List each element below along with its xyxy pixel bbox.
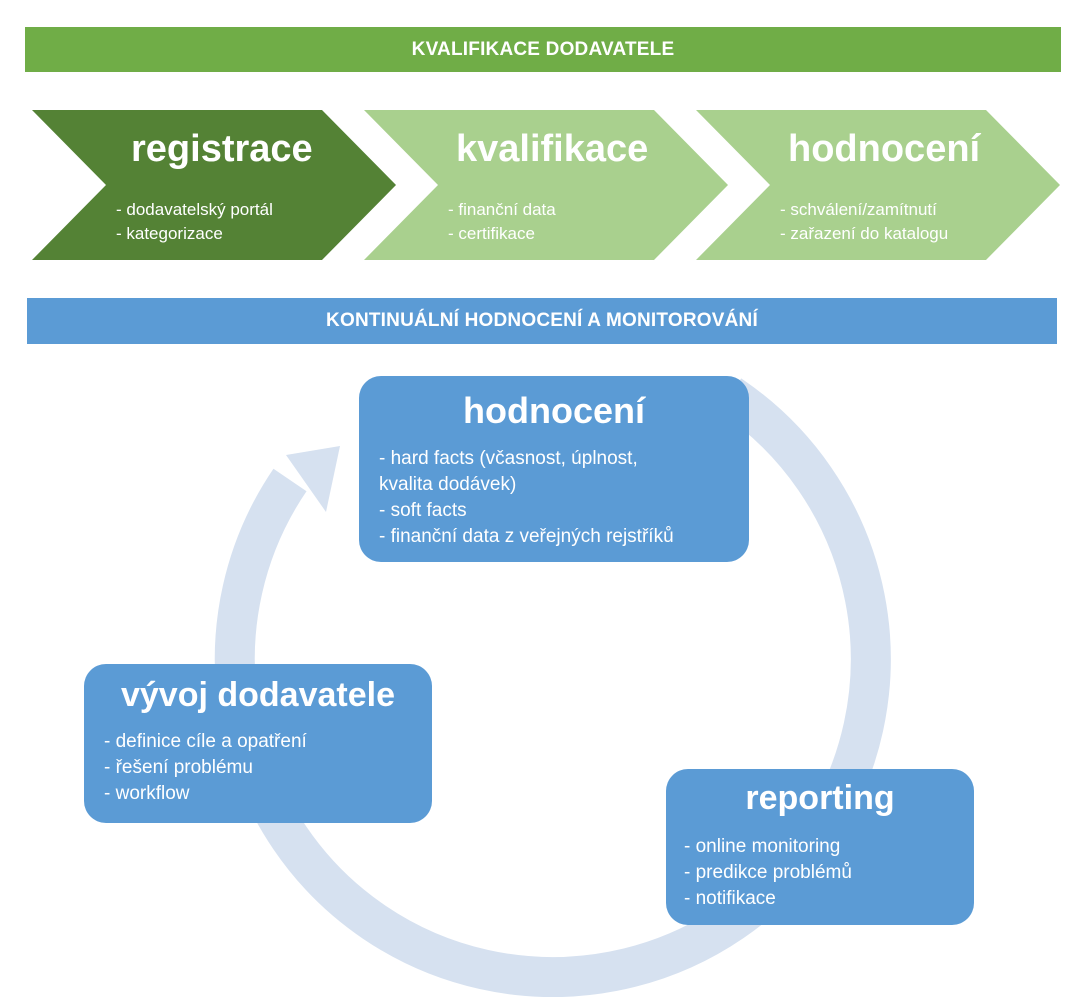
box-item: - definice cíle a opatření (104, 731, 307, 752)
step-items: - dodavatelský portál - kategorizace (116, 198, 273, 246)
box-item: - finanční data z veřejných rejstříků (379, 526, 674, 547)
step-title: registrace (131, 128, 313, 170)
box-item: - workflow (104, 783, 190, 804)
box-items: - definice cíle a opatření - řešení prob… (84, 715, 432, 807)
chevron-shape (696, 110, 1060, 260)
step-evaluation: hodnocení - schválení/zamítnutí - zařaze… (696, 110, 1060, 260)
step-item: - zařazení do katalogu (780, 224, 949, 243)
banner-title: KVALIFIKACE DODAVATELE (411, 38, 675, 60)
box-title: hodnocení (463, 390, 645, 431)
step-title: hodnocení (788, 128, 981, 170)
box-items: - online monitoring - predikce problémů … (666, 818, 974, 912)
box-evaluation: hodnocení - hard facts (včasnost, úplnos… (359, 376, 749, 562)
box-title: reporting (745, 779, 895, 817)
step-item: - schválení/zamítnutí (780, 200, 937, 219)
step-qualification: kvalifikace - finanční data - certifikac… (364, 110, 728, 260)
step-items: - schválení/zamítnutí - zařazení do kata… (780, 198, 948, 246)
box-item: kvalita dodávek) (379, 474, 517, 495)
chevron-shape (32, 110, 396, 260)
box-item: - soft facts (379, 500, 467, 521)
chevron-shape (364, 110, 728, 260)
box-title: vývoj dodavatele (120, 676, 395, 714)
box-item: - notifikace (684, 888, 776, 909)
cycle-arrowhead (286, 446, 340, 512)
banner-title: KONTINUÁLNÍ HODNOCENÍ A MONITOROVÁNÍ (326, 310, 758, 331)
step-item: - finanční data (448, 200, 556, 219)
box-item: - online monitoring (684, 836, 841, 857)
box-supplier-development: vývoj dodavatele - definice cíle a opatř… (84, 664, 432, 823)
step-item: - certifikace (448, 224, 535, 243)
box-reporting: reporting - online monitoring - predikce… (666, 769, 974, 925)
banner-continuous-monitoring: KONTINUÁLNÍ HODNOCENÍ A MONITOROVÁNÍ (27, 298, 1057, 344)
box-items: - hard facts (včasnost, úplnost, kvalita… (359, 432, 749, 550)
step-item: - dodavatelský portál (116, 200, 273, 219)
box-item: - predikce problémů (684, 862, 852, 883)
box-item: - řešení problému (104, 757, 253, 778)
step-items: - finanční data - certifikace (448, 198, 556, 246)
step-item: - kategorizace (116, 224, 223, 243)
banner-supplier-qualification: KVALIFIKACE DODAVATELE (25, 27, 1061, 72)
step-title: kvalifikace (456, 128, 649, 170)
step-registration: registrace - dodavatelský portál - kateg… (32, 110, 396, 260)
box-item: - hard facts (včasnost, úplnost, (379, 448, 638, 469)
